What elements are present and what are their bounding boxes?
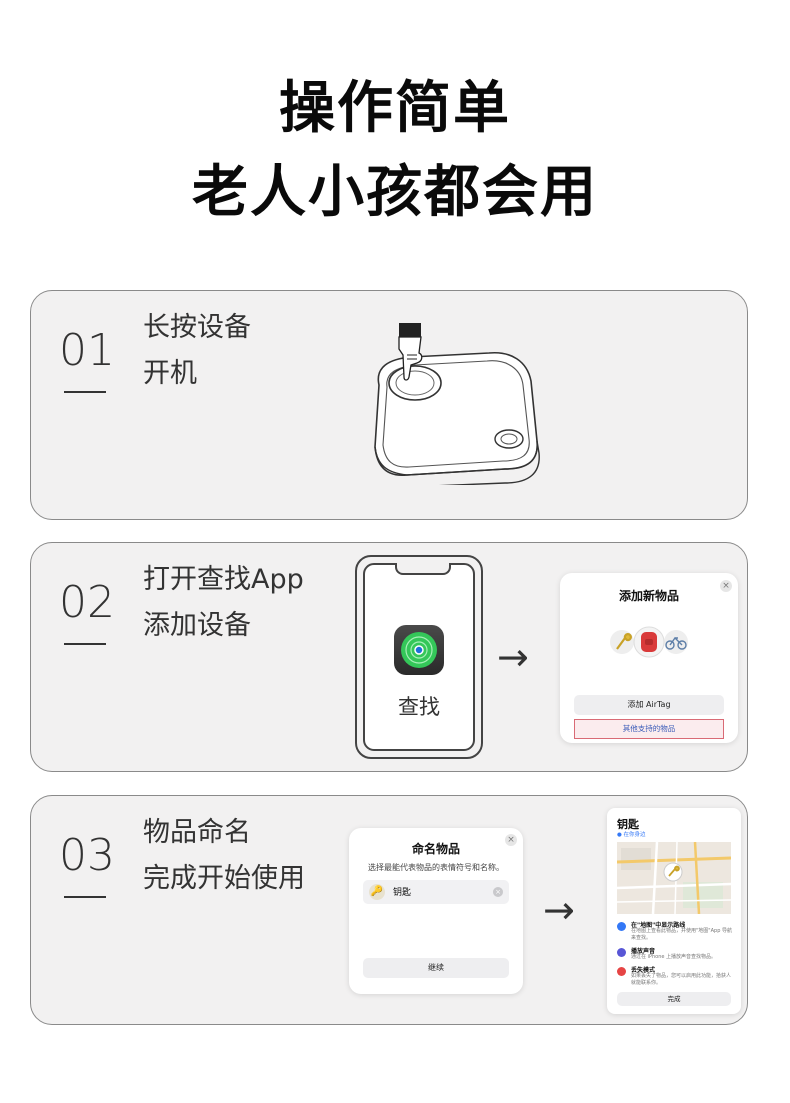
map-illustration [617,842,731,914]
item-location: ● 在你身边 [617,832,646,838]
app-label: 查找 [398,695,440,719]
step-text: 物品命名 完成开始使用 [143,810,305,902]
dialog-subtitle: 选择最能代表物品的表情符号和名称。 [368,863,504,872]
directions-icon [617,922,626,931]
step-text: 长按设备 开机 [143,305,251,397]
close-icon[interactable]: × [720,580,732,592]
step-line-1: 长按设备 [143,312,251,343]
step-number: 02 [59,577,115,628]
add-airtag-button[interactable]: 添加 AirTag [574,695,724,715]
phone-screen: 查找 [363,563,475,751]
key-emoji-icon[interactable]: 🔑 [369,884,385,900]
step-text: 打开查找App 添加设备 [143,557,304,649]
radar-icon [401,632,437,668]
item-title: 钥匙 [617,818,639,831]
location-map[interactable] [617,842,731,914]
phone-notch [395,563,451,575]
option-desc: 在地图上查看此物品，并使用"地图"App 导航来查找。 [631,928,732,941]
phone-illustration: 查找 [355,555,483,759]
step-card-3: 03 物品命名 完成开始使用 命名物品 × 选择最能代表物品的表情符号和名称。 … [30,795,748,1025]
other-items-button[interactable]: 其他支持的物品 [574,719,724,739]
close-icon[interactable]: × [505,834,517,846]
step-number: 03 [59,830,115,881]
tracker-device-illustration [374,323,540,485]
headline-line-2: 老人小孩都会用 [192,160,598,225]
arrow-right-icon: → [497,635,529,679]
arrow-right-icon: → [543,888,575,932]
option-desc: 通过在 iPhone 上播放声音查找物品。 [631,954,717,960]
dialog-title: 添加新物品 [618,589,679,603]
add-item-dialog: 添加新物品 × 添加 AirTag 其他支持的物品 [560,573,738,743]
lost-mode-icon [617,967,626,976]
option-title: 在"地图"中显示路线 [631,922,686,929]
find-my-app-icon[interactable] [394,625,444,675]
done-button[interactable]: 完成 [617,992,731,1006]
step-card-2: 02 打开查找App 添加设备 查找 → 添加新物品 × [30,542,748,772]
option-title: 播放声音 [631,948,656,955]
headline-line-1: 操作简单 [279,76,511,141]
item-name-field[interactable]: 🔑 钥匙 × [363,880,509,904]
name-item-dialog: 命名物品 × 选择最能代表物品的表情符号和名称。 🔑 钥匙 × 继续 [349,828,523,994]
step-line-1: 物品命名 [143,817,251,848]
step-line-1: 打开查找App [143,564,304,595]
step-divider [64,643,106,645]
clear-icon[interactable]: × [493,887,503,897]
dialog-title: 命名物品 [411,842,460,856]
item-detail-screen: 钥匙 ● 在你身边 在"地图"中显示路线 在地图上查看此物品，并使用"地图"Ap… [607,808,741,1014]
item-name-value: 钥匙 [393,888,412,898]
step-line-2: 添加设备 [143,610,251,641]
option-title: 丢失模式 [631,967,656,974]
step-divider [64,896,106,898]
play-sound-icon [617,948,626,957]
step-line-2: 开机 [143,358,197,389]
step-card-1: 01 长按设备 开机 [30,290,748,520]
step-divider [64,391,106,393]
option-desc: 如果丢失了物品，您可以启用此功能，拾获人就能联系你。 [631,973,732,986]
step-line-2: 完成开始使用 [143,863,305,894]
continue-button[interactable]: 继续 [363,958,509,978]
item-types-icon [610,626,688,658]
step-number: 01 [59,325,115,376]
